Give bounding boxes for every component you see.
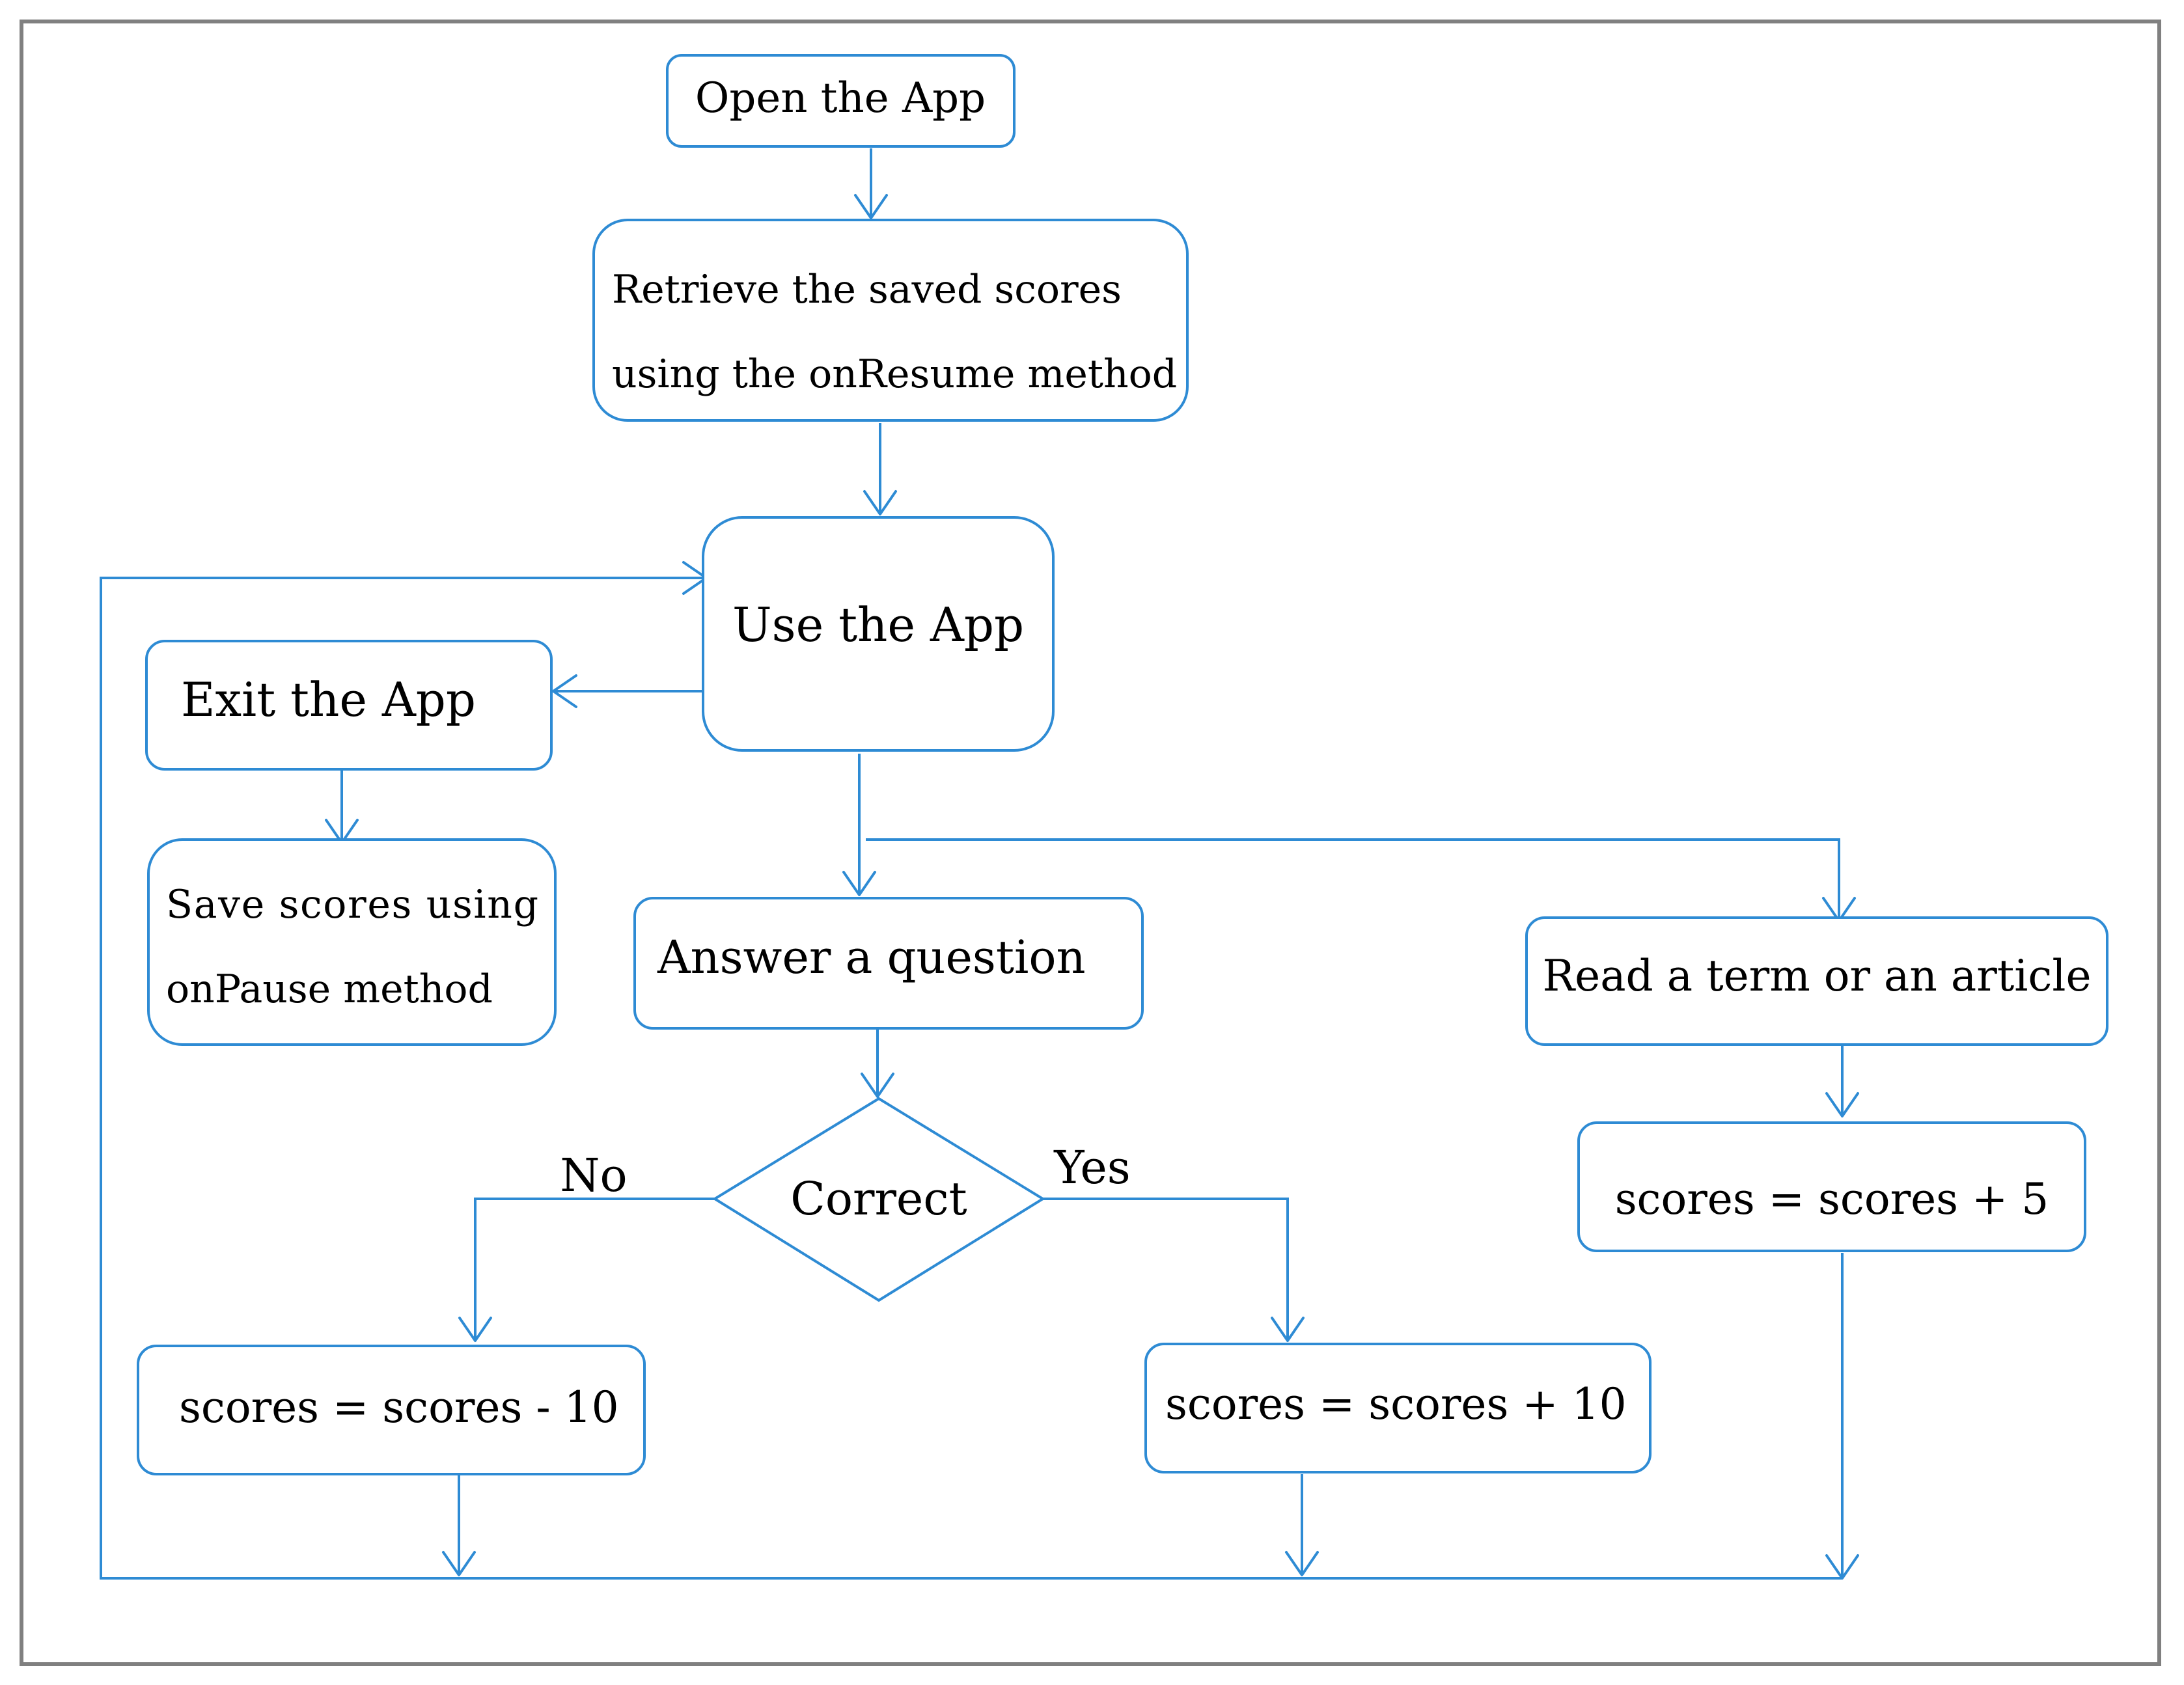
edge-label-no: No — [560, 1149, 627, 1202]
node-retrieve-scores-label-1: Retrieve the saved scores — [612, 267, 1122, 312]
node-retrieve-scores-label-2: using the onResume method — [612, 351, 1177, 397]
node-plus-5: scores = scores + 5 — [1577, 1121, 2086, 1252]
edge-correct-no-arrowhead — [458, 1317, 492, 1342]
edge-minus10-down-arrowhead — [442, 1551, 476, 1576]
node-minus-10: scores = scores - 10 — [137, 1345, 646, 1475]
edge-correct-no — [474, 1198, 715, 1341]
node-save-scores-label-2: onPause method — [166, 966, 493, 1012]
node-plus-10: scores = scores + 10 — [1144, 1343, 1652, 1473]
edge-use-to-read — [866, 838, 1840, 921]
edge-label-yes: Yes — [1053, 1141, 1130, 1194]
edge-correct-yes — [1043, 1198, 1289, 1341]
node-minus-10-label: scores = scores - 10 — [179, 1382, 619, 1432]
node-save-scores: Save scores using onPause method — [147, 838, 557, 1046]
edge-plus10-down-arrowhead — [1285, 1551, 1319, 1576]
loop-back-line — [100, 577, 1842, 1580]
node-retrieve-scores: Retrieve the saved scores using the onRe… — [592, 219, 1189, 422]
edge-use-to-answer-arrowhead — [842, 871, 876, 896]
edge-answer-to-correct-arrowhead — [861, 1073, 894, 1098]
node-answer-question: Answer a question — [633, 897, 1144, 1030]
decision-correct: Correct — [712, 1097, 1045, 1302]
node-read-term-label: Read a term or an article — [1542, 951, 2091, 1001]
connectors — [100, 148, 1859, 1580]
figure-frame — [20, 20, 2161, 1666]
edge-correct-yes-arrowhead — [1271, 1317, 1305, 1342]
edge-use-to-exit-arrowhead — [552, 674, 577, 708]
edge-read-to-plus5-arrowhead — [1825, 1092, 1859, 1117]
node-open-app: Open the App — [666, 54, 1016, 148]
decision-correct-label: Correct — [790, 1172, 967, 1226]
node-plus-5-label: scores = scores + 5 — [1615, 1174, 2049, 1224]
node-open-app-label: Open the App — [695, 74, 986, 122]
node-save-scores-label-1: Save scores using — [166, 882, 538, 927]
node-answer-question-label: Answer a question — [657, 931, 1086, 984]
node-plus-10-label: scores = scores + 10 — [1165, 1379, 1627, 1429]
node-exit-app-label: Exit the App — [181, 672, 476, 727]
node-use-app-label: Use the App — [732, 597, 1024, 652]
node-exit-app: Exit the App — [145, 640, 553, 771]
node-read-term: Read a term or an article — [1525, 916, 2108, 1046]
edge-retrieve-to-use-arrowhead — [863, 490, 897, 515]
node-use-app: Use the App — [702, 516, 1055, 752]
edge-open-to-retrieve-arrowhead — [854, 194, 888, 219]
